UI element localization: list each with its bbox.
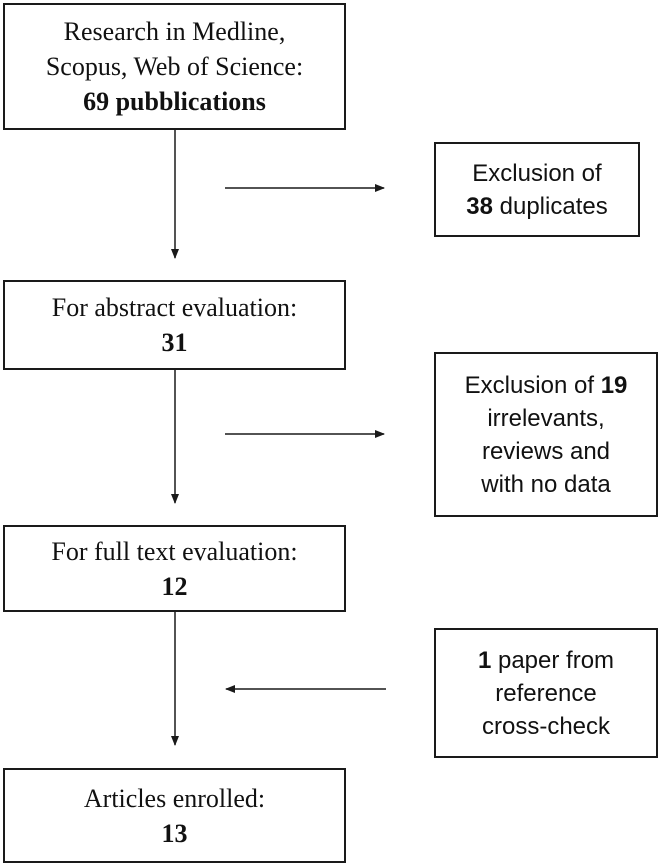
search-box: Research in Medline, Scopus, Web of Scie… xyxy=(3,3,346,130)
irrelevant-line-2: irrelevants, xyxy=(487,404,605,432)
duplicates-exclusion-box: Exclusion of 38 duplicates xyxy=(434,142,640,237)
irrelevant-count: 19 xyxy=(600,371,628,399)
abstract-count: 31 xyxy=(161,328,188,357)
enrolled-count: 13 xyxy=(161,818,188,848)
crosscheck-line-3: cross-check xyxy=(481,712,611,740)
duplicates-count: 38 xyxy=(466,192,493,220)
fulltext-evaluation-box: For full text evaluation: 12 xyxy=(3,525,346,612)
irrelevant-prefix: Exclusion of xyxy=(464,371,601,399)
crosscheck-count: 1 xyxy=(477,646,492,674)
crosscheck-rest: paper from xyxy=(491,646,615,674)
crosscheck-box: 1 paper from reference cross-check xyxy=(434,628,658,758)
search-line-2: Scopus, Web of Science: xyxy=(45,52,304,81)
search-count: 69 pubblications xyxy=(83,87,266,116)
enrolled-box: Articles enrolled: 13 xyxy=(3,768,346,863)
crosscheck-line-2: reference xyxy=(495,679,597,707)
search-line-1: Research in Medline, xyxy=(63,17,286,46)
duplicates-rest: duplicates xyxy=(492,192,608,220)
irrelevant-exclusion-box: Exclusion of 19 irrelevants, reviews and… xyxy=(434,352,658,517)
fulltext-label: For full text evaluation: xyxy=(51,536,298,566)
duplicates-line-1: Exclusion of xyxy=(472,159,602,187)
duplicates-line-2: 38 duplicates xyxy=(466,190,607,223)
irrelevant-line-3: reviews and xyxy=(481,437,611,465)
fulltext-count: 12 xyxy=(161,571,188,601)
crosscheck-line-1: 1 paper from xyxy=(478,644,614,677)
abstract-label: For abstract evaluation: xyxy=(51,293,298,322)
irrelevant-line-1: Exclusion of 19 xyxy=(465,369,628,402)
abstract-evaluation-box: For abstract evaluation: 31 xyxy=(3,280,346,370)
irrelevant-line-4: with no data xyxy=(481,470,611,498)
enrolled-label: Articles enrolled: xyxy=(83,783,266,813)
